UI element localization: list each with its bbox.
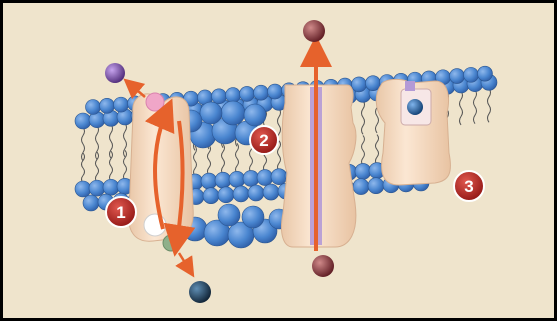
lipid-head-lower [355,163,371,179]
lipid-head-upper-back [450,69,465,84]
lipid-head-upper-back [212,89,227,104]
lipid-head-lower [243,170,259,186]
release-arrow-bottom [179,253,189,269]
label-3-text: 3 [464,177,473,196]
lipid-tail [208,145,211,175]
lipid-head-cluster-lower [218,204,240,226]
lipid-head-upper-back [268,84,283,99]
lipid-tail [488,88,491,122]
lipid-head-lower [75,181,91,197]
lipid-tail [222,144,225,174]
lipid-head-lower-front [83,195,99,211]
label-1-text: 1 [116,203,125,222]
solute-molecule-top [303,20,325,42]
solute-molecule-bottom [312,255,334,277]
lipid-head-lower [271,169,287,185]
lipid-head-upper-back [114,97,129,112]
lipid-tail [362,135,365,165]
lipid-head-lower [257,170,273,186]
lipid-head-upper-back [352,77,367,92]
lipid-tail [376,135,379,165]
lipid-head-upper-back [366,76,381,91]
release-arrow-top [131,85,145,97]
lipid-tail [362,100,365,134]
lipid-head-lower-front [233,186,249,202]
lipid-head-lower [89,180,105,196]
lipid-tail [474,90,477,124]
receptor-gate [405,81,415,91]
lipid-head-lower-front [263,184,279,200]
lipid-head-upper-back [226,88,241,103]
binding-site-top [146,93,164,111]
carrier-protein [129,85,194,269]
lipid-head-upper-back [464,67,479,82]
label-badge-2: 2 [250,126,278,154]
lipid-tail [236,143,239,173]
label-badge-3: 3 [454,171,484,201]
label-2-text: 2 [259,131,268,150]
lipid-head-lower [201,173,217,189]
lipid-head-lower-front [353,179,369,195]
lipid-head-upper-back [86,100,101,115]
lipid-head-cluster [200,102,222,124]
receptor-protein [376,79,450,185]
lipid-head-upper-back [240,86,255,101]
lipid-tail [460,91,463,125]
lipid-head-lower [215,172,231,188]
lipid-head-cluster-lower [242,206,264,228]
lipid-head-upper-back [478,66,493,81]
lipid-head-lower-front [218,187,234,203]
label-badge-1: 1 [106,197,136,227]
lipid-head-lower-front [368,178,384,194]
lipid-head-lower-front [248,185,264,201]
lipid-tail [194,146,197,176]
solute-molecule-teal [189,281,211,303]
lipid-head-upper [75,113,91,129]
membrane-transport-diagram: 1 2 3 [3,3,557,324]
lipid-head-lower [103,179,119,195]
solute-molecule-purple [105,63,125,83]
lipid-head-upper-back [254,85,269,100]
bound-molecule [407,99,423,115]
lipid-head-lower-front [203,188,219,204]
lipid-head-lower [229,171,245,187]
lipid-head-upper-back [100,98,115,113]
lipid-head-cluster [244,104,266,126]
lipid-head-cluster [221,101,245,125]
